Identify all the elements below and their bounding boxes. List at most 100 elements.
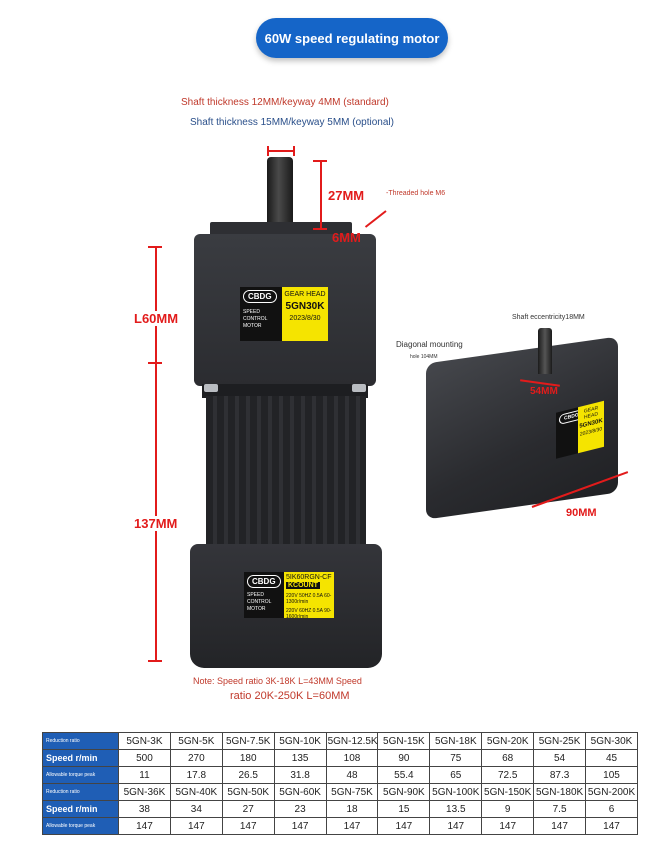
table-cell: 500 — [118, 749, 171, 767]
dimension-tick — [313, 160, 327, 162]
gearhead-shaft — [538, 328, 552, 374]
table-cell: 5GN-150K — [481, 783, 535, 801]
table-cell: 26.5 — [221, 766, 275, 784]
width-label: 90MM — [566, 507, 597, 519]
table-cell: 34 — [169, 800, 223, 818]
row-speed-header: Speed r/min — [42, 800, 119, 818]
table-cell: 147 — [169, 817, 223, 835]
gear-flange — [210, 222, 352, 236]
table-cell: 68 — [481, 749, 535, 767]
table-cell: 147 — [585, 817, 638, 835]
table-cell: 5GN-7.5K — [221, 732, 275, 750]
motor-label-model: 5IK60RGN-CF — [286, 574, 332, 581]
table-cell: 90 — [377, 749, 431, 767]
table-cell: 147 — [325, 817, 379, 835]
motor-label-badge: KCOUNT — [286, 582, 320, 589]
table-cell: 5GN-20K — [481, 732, 535, 750]
table-cell: 147 — [273, 817, 327, 835]
table-cell: 13.5 — [429, 800, 483, 818]
table-cell: 5GN-30K — [585, 732, 638, 750]
table-cell: 5GN-12.5K — [325, 732, 379, 750]
table-cell: 5GN-180K — [533, 783, 587, 801]
table-cell: 11 — [118, 766, 171, 784]
table-cell: 180 — [221, 749, 275, 767]
table-cell: 147 — [377, 817, 431, 835]
gear-label-black: CBDG SPEED CONTROL MOTOR — [240, 287, 282, 341]
motor-neck — [202, 384, 368, 398]
table-cell: 5GN-50K — [221, 783, 275, 801]
table-cell: 270 — [169, 749, 223, 767]
table-cell: 65 — [429, 766, 483, 784]
table-cell: 17.8 — [169, 766, 223, 784]
gear-label-date: 2023/8/30 — [289, 315, 321, 322]
cbdg-logo: CBDG — [243, 290, 277, 303]
table-cell: 45 — [585, 749, 638, 767]
table-cell: 5GN-36K — [118, 783, 171, 801]
motor-body — [206, 396, 366, 556]
table-cell: 5GN-40K — [169, 783, 223, 801]
gear-label-line1: GEAR HEAD — [284, 291, 326, 298]
bolt-icon — [204, 384, 218, 392]
table-cell: 54 — [533, 749, 587, 767]
shaft-length-line — [320, 160, 322, 230]
table-cell: 5GN-90K — [377, 783, 431, 801]
motor-length-label: 137MM — [134, 516, 178, 531]
bolt-icon — [352, 384, 366, 392]
row-torque-header: Allowable torque peak — [42, 817, 119, 835]
dimension-tick — [313, 228, 327, 230]
motor-length-line — [155, 364, 157, 662]
threaded-hole-note: -Threaded hole M6 — [386, 190, 446, 197]
pointer-line — [364, 210, 387, 228]
hole-size-note: hole 104MM — [410, 354, 438, 360]
flange-label: 54MM — [530, 386, 558, 397]
table-cell: 147 — [118, 817, 171, 835]
table-cell: 27 — [221, 800, 275, 818]
table-cell: 147 — [429, 817, 483, 835]
shaft-eccentricity-note: Shaft eccentricity18MM — [512, 314, 585, 321]
speed-ratio-note-1: Note: Speed ratio 3K-18K L=43MM Speed — [193, 676, 362, 686]
table-cell: 87.3 — [533, 766, 587, 784]
table-cell: 5GN-10K — [273, 732, 327, 750]
key-width-label: 6MM — [332, 230, 361, 245]
cbdg-logo: CBDG — [247, 575, 281, 588]
dimension-tick — [148, 660, 162, 662]
shaft-standard-note: Shaft thickness 12MM/keyway 4MM (standar… — [181, 97, 389, 108]
row-speed-header: Speed r/min — [42, 749, 119, 767]
motor-label-small-text: SPEED CONTROL MOTOR — [247, 592, 272, 612]
table-cell: 23 — [273, 800, 327, 818]
page-title: 60W speed regulating motor — [256, 18, 448, 58]
gear-label-model: 5GN30K — [285, 301, 325, 312]
table-cell: 5GN-15K — [377, 732, 431, 750]
table-cell: 7.5 — [533, 800, 587, 818]
motor-label-yellow: 5IK60RGN-CF KCOUNT 220V 50HZ 0.5A 60-130… — [284, 572, 334, 620]
table-cell: 147 — [481, 817, 535, 835]
gear-length-line — [155, 246, 157, 364]
table-cell: 105 — [585, 766, 638, 784]
table-cell: 5GN-200K — [585, 783, 638, 801]
table-cell: 5GN-100K — [429, 783, 483, 801]
table-cell: 15 — [377, 800, 431, 818]
shaft-optional-note: Shaft thickness 15MM/keyway 5MM (optiona… — [190, 117, 394, 128]
shaft-width-line — [267, 150, 295, 152]
table-cell: 5GN-60K — [273, 783, 327, 801]
gear-label-small-text: SPEED CONTROL MOTOR — [243, 309, 268, 329]
table-cell: 147 — [533, 817, 587, 835]
motor-label-spec1: 220V 50HZ 0.5A 60-1300r/min — [286, 593, 332, 605]
table-cell: 55.4 — [377, 766, 431, 784]
table-cell: 108 — [325, 749, 379, 767]
table-cell: 135 — [273, 749, 327, 767]
table-cell: 31.8 — [273, 766, 327, 784]
row-torque-header: Allowable torque peak — [42, 766, 119, 784]
table-cell: 6 — [585, 800, 638, 818]
table-cell: 9 — [481, 800, 535, 818]
dimension-tick — [148, 362, 162, 364]
dimension-tick — [148, 246, 162, 248]
table-cell: 147 — [221, 817, 275, 835]
table-cell: 5GN-18K — [429, 732, 483, 750]
table-cell: 48 — [325, 766, 379, 784]
